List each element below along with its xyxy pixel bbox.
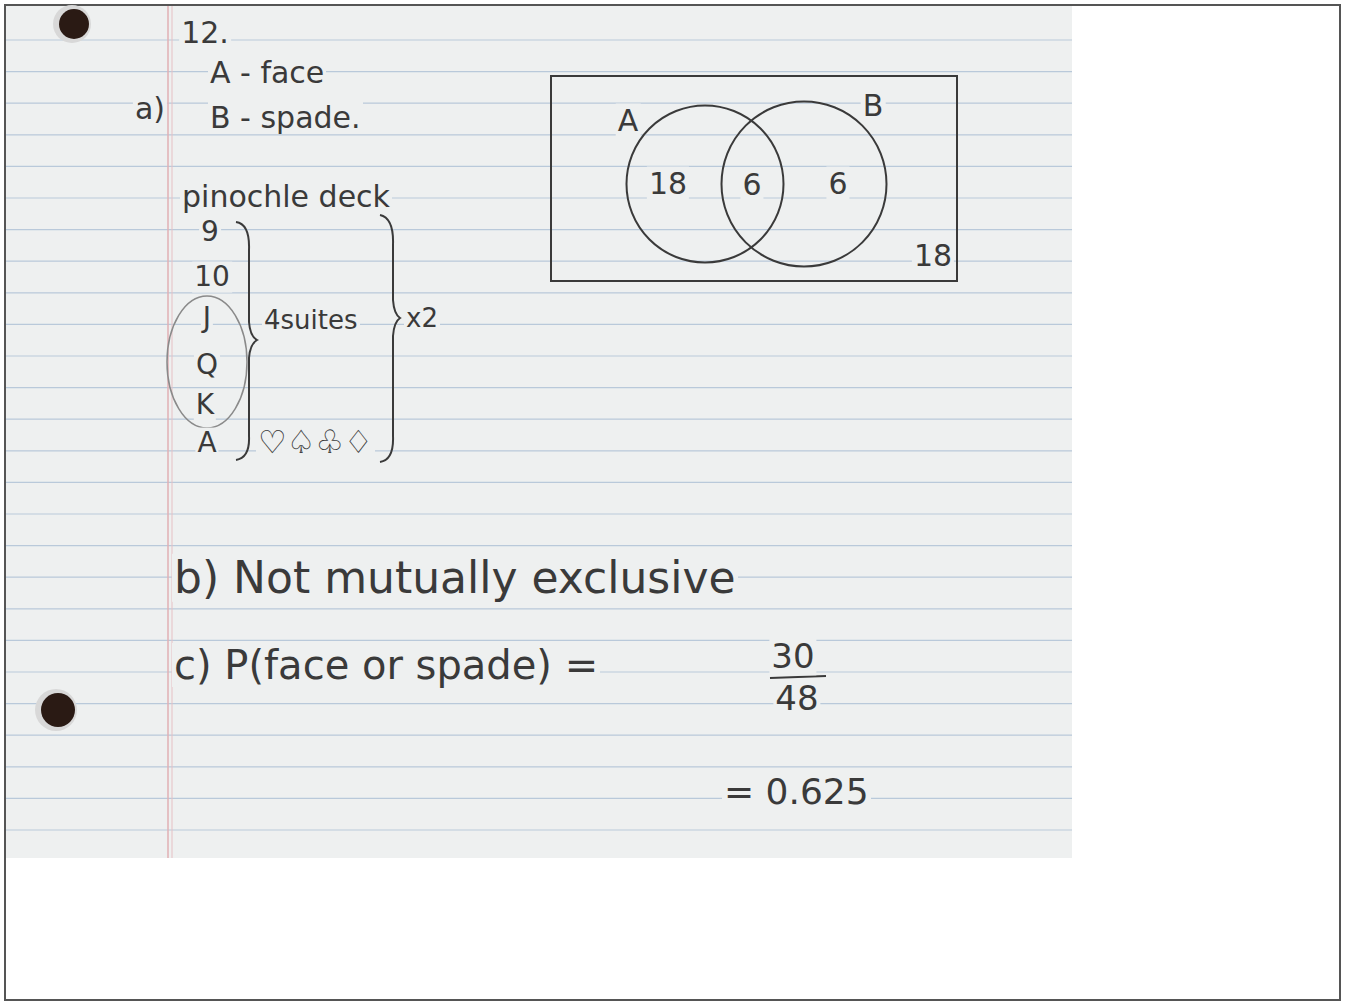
ruled-line (6, 419, 1072, 420)
ruled-line (6, 71, 1072, 72)
card-rank: J (201, 303, 213, 334)
ruled-line (6, 324, 1072, 325)
region-count: 18 (647, 167, 689, 200)
ruled-line (6, 829, 1072, 830)
ruled-line (6, 545, 1072, 546)
ruled-line (6, 450, 1072, 451)
fraction-denominator: 48 (773, 680, 820, 717)
card-rank: 10 (192, 262, 232, 293)
ruled-line (6, 735, 1072, 736)
ruled-line (6, 513, 1072, 514)
circle-outline (627, 106, 784, 263)
curly-brace (236, 222, 257, 460)
punch-hole (59, 9, 89, 39)
ruled-line (6, 197, 1072, 198)
margin-line (172, 6, 173, 858)
fraction-numerator: 30 (769, 638, 816, 675)
card-rank: K (194, 390, 216, 421)
suit-symbols: ♡♤♧♢ (256, 425, 375, 460)
punch-hole-halo (53, 5, 91, 43)
ruled-line (6, 703, 1072, 704)
punch-hole (41, 693, 75, 727)
ruled-line (6, 766, 1072, 767)
part-label: a) (133, 92, 167, 125)
event-definition: B - spade. (208, 101, 363, 134)
ruled-lines (6, 40, 1072, 830)
margin-line (167, 6, 169, 858)
ruled-line (6, 387, 1072, 388)
brace-note: x2 (404, 304, 440, 333)
card-rank: 9 (199, 217, 221, 248)
curly-brace (380, 215, 400, 462)
region-count: 6 (826, 167, 849, 200)
punch-hole-halo (35, 689, 77, 731)
region-count: 6 (740, 168, 763, 201)
problem-number: 12. (179, 16, 231, 49)
ruled-line (6, 134, 1072, 135)
circle-outline (722, 102, 887, 267)
ruled-line (6, 292, 1072, 293)
page-frame (5, 5, 1340, 1000)
ruled-line (6, 39, 1072, 40)
fraction-bar (770, 676, 826, 678)
set-name: B (861, 89, 886, 122)
card-rank: A (195, 428, 218, 459)
answer-text: = 0.625 (722, 772, 871, 812)
ruled-line (6, 640, 1072, 641)
card-rank: Q (194, 350, 220, 381)
ruled-line (6, 355, 1072, 356)
ruled-line (6, 482, 1072, 483)
notebook-paper (6, 6, 1072, 858)
ruled-line (6, 608, 1072, 609)
set-name: A (616, 104, 641, 137)
ruled-line (6, 166, 1072, 167)
brace-note: 4suites (262, 306, 360, 335)
ruled-line (6, 798, 1072, 799)
card-group-oval (167, 296, 247, 428)
ruled-line (6, 229, 1072, 230)
answer-text: b) Not mutually exclusive (172, 554, 738, 602)
answer-text: c) P(face or spade) = (172, 643, 600, 687)
note: pinochle deck (180, 180, 392, 213)
region-count: 18 (912, 239, 954, 272)
event-definition: A - face (208, 56, 326, 89)
